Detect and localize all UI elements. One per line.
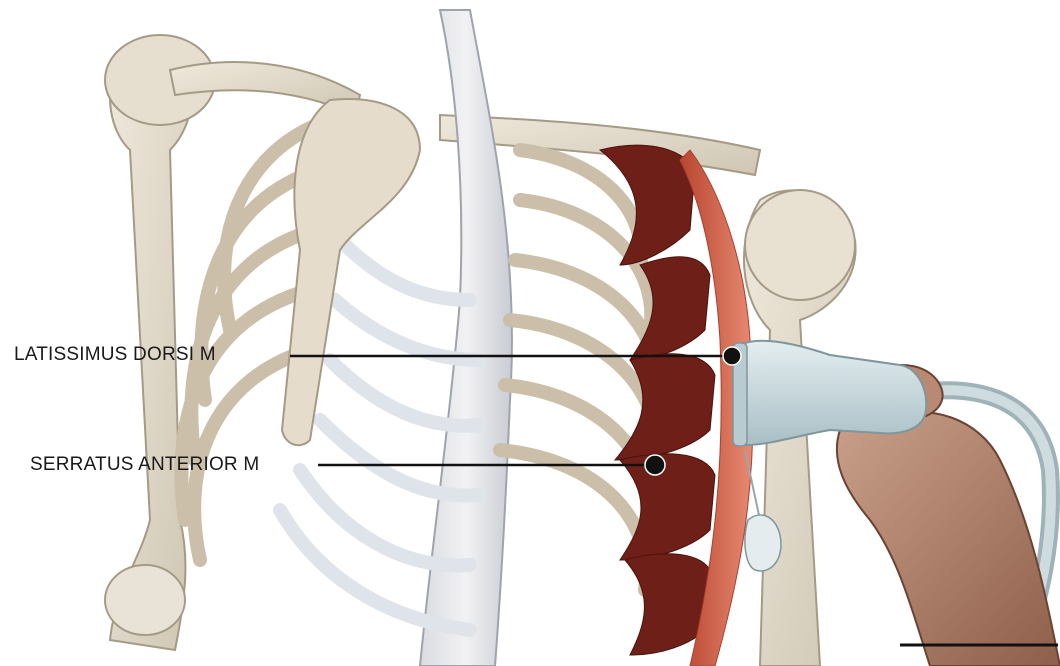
serratus-anterior-muscle [600, 145, 715, 655]
latissimus-dorsi-label: LATISSIMUS DORSI M [14, 345, 216, 364]
serratus-pointer-dot [645, 455, 665, 475]
latissimus-pointer-dot [723, 347, 741, 365]
serratus-anterior-label: SERRATUS ANTERIOR M [30, 455, 259, 474]
sternum [282, 99, 420, 445]
ultrasound-probe-icon [733, 341, 926, 446]
